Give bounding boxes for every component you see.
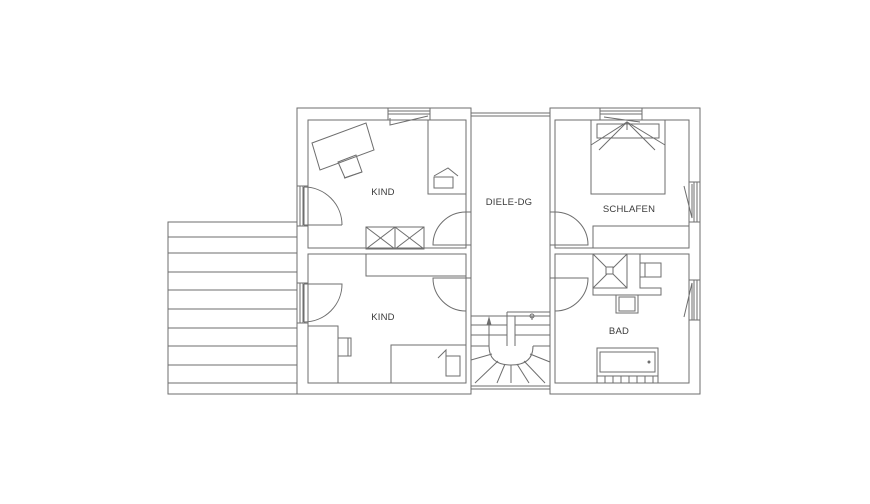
schlafen-furniture — [590, 119, 690, 249]
room-label-bad: BAD — [609, 326, 629, 337]
windows — [296, 107, 701, 324]
room-label-diele: DIELE-DG — [486, 197, 532, 208]
kind-1-furniture — [311, 119, 467, 277]
hallway-walls — [471, 112, 550, 390]
staircase — [470, 311, 551, 384]
doors — [303, 186, 589, 323]
room-label-kind-1: KIND — [371, 187, 395, 198]
balcony — [167, 221, 298, 395]
walls-right-wing — [549, 107, 701, 395]
room-label-schlafen: SCHLAFEN — [603, 204, 655, 215]
room-label-kind-2: KIND — [371, 312, 395, 323]
kind-2-furniture — [307, 325, 467, 384]
bad-fixtures — [592, 253, 662, 384]
